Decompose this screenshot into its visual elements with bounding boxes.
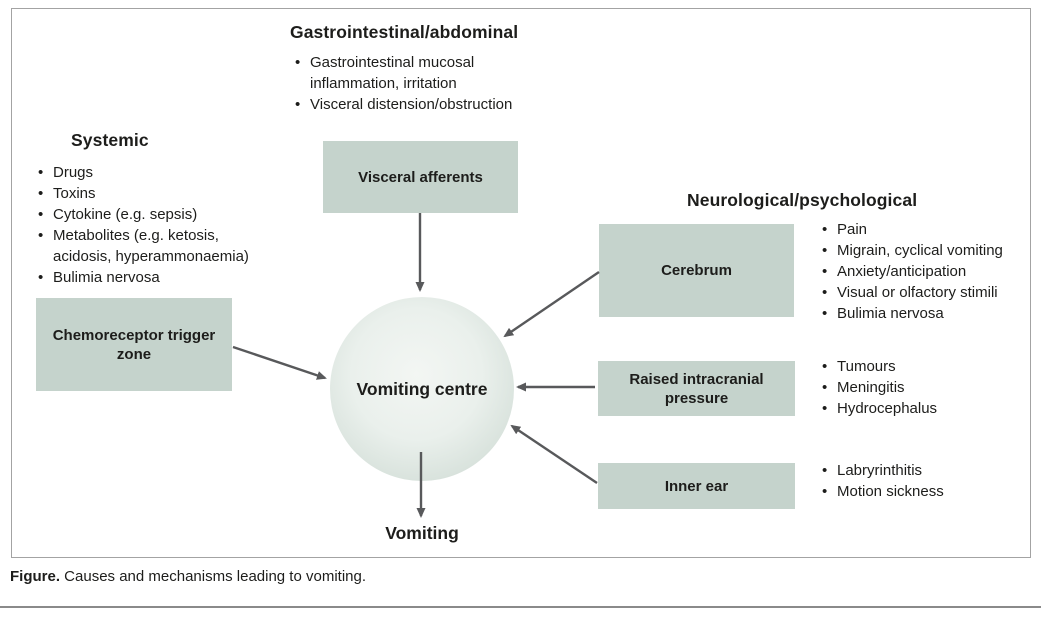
node-chemoreceptor-trigger-zone: Chemoreceptor trigger zone	[36, 298, 232, 391]
inner-ear-bullet-list: LabryrinthitisMotion sickness	[821, 460, 1033, 502]
bullet-item: Metabolites (e.g. ketosis, acidosis, hyp…	[37, 225, 269, 267]
raised-icp-bullet-list: TumoursMeningitisHydrocephalus	[821, 356, 1033, 419]
bullet-item: Meningitis	[821, 377, 1033, 398]
section-title-gastrointestinal: Gastrointestinal/abdominal	[290, 22, 519, 42]
cerebrum-bullet-list: PainMigrain, cyclical vomitingAnxiety/an…	[821, 219, 1033, 324]
figure-caption-text: Causes and mechanisms leading to vomitin…	[60, 568, 367, 585]
bullet-item: Visual or olfactory stimili	[821, 282, 1033, 303]
bottom-divider	[0, 606, 1041, 608]
bullet-item: Labryrinthitis	[821, 460, 1033, 481]
bullet-item: Cytokine (e.g. sepsis)	[37, 204, 269, 225]
node-visceral-afferents: Visceral afferents	[323, 141, 518, 213]
bullet-item: Drugs	[37, 162, 269, 183]
systemic-bullet-list: DrugsToxinsCytokine (e.g. sepsis)Metabol…	[37, 162, 269, 288]
bullet-item: Visceral distension/obstruction	[294, 94, 542, 115]
bullet-item: Bulimia nervosa	[821, 303, 1033, 324]
bullet-item: Toxins	[37, 183, 269, 204]
section-title-systemic: Systemic	[71, 130, 149, 150]
bullet-item: Pain	[821, 219, 1033, 240]
bullet-item: Anxiety/anticipation	[821, 261, 1033, 282]
bullet-item: Tumours	[821, 356, 1033, 377]
bullet-item: Gastrointestinal mucosal inflammation, i…	[294, 52, 542, 94]
figure-frame: Gastrointestinal/abdominal Systemic Neur…	[11, 8, 1031, 558]
node-vomiting-centre: Vomiting centre	[330, 297, 514, 481]
section-title-neurological: Neurological/psychological	[687, 190, 918, 210]
bullet-item: Bulimia nervosa	[37, 267, 269, 288]
vomiting-label: Vomiting	[385, 523, 459, 543]
node-cerebrum: Cerebrum	[599, 224, 794, 317]
node-inner-ear: Inner ear	[598, 463, 795, 509]
vomiting-centre-label: Vomiting centre	[356, 378, 488, 399]
bullet-item: Hydrocephalus	[821, 398, 1033, 419]
bullet-item: Motion sickness	[821, 481, 1033, 502]
gastrointestinal-bullet-list: Gastrointestinal mucosal inflammation, i…	[294, 52, 542, 115]
figure-caption: Figure. Causes and mechanisms leading to…	[10, 568, 366, 585]
node-raised-intracranial-pressure: Raised intracranial pressure	[598, 361, 795, 416]
figure-caption-label: Figure.	[10, 568, 61, 585]
bullet-item: Migrain, cyclical vomiting	[821, 240, 1033, 261]
